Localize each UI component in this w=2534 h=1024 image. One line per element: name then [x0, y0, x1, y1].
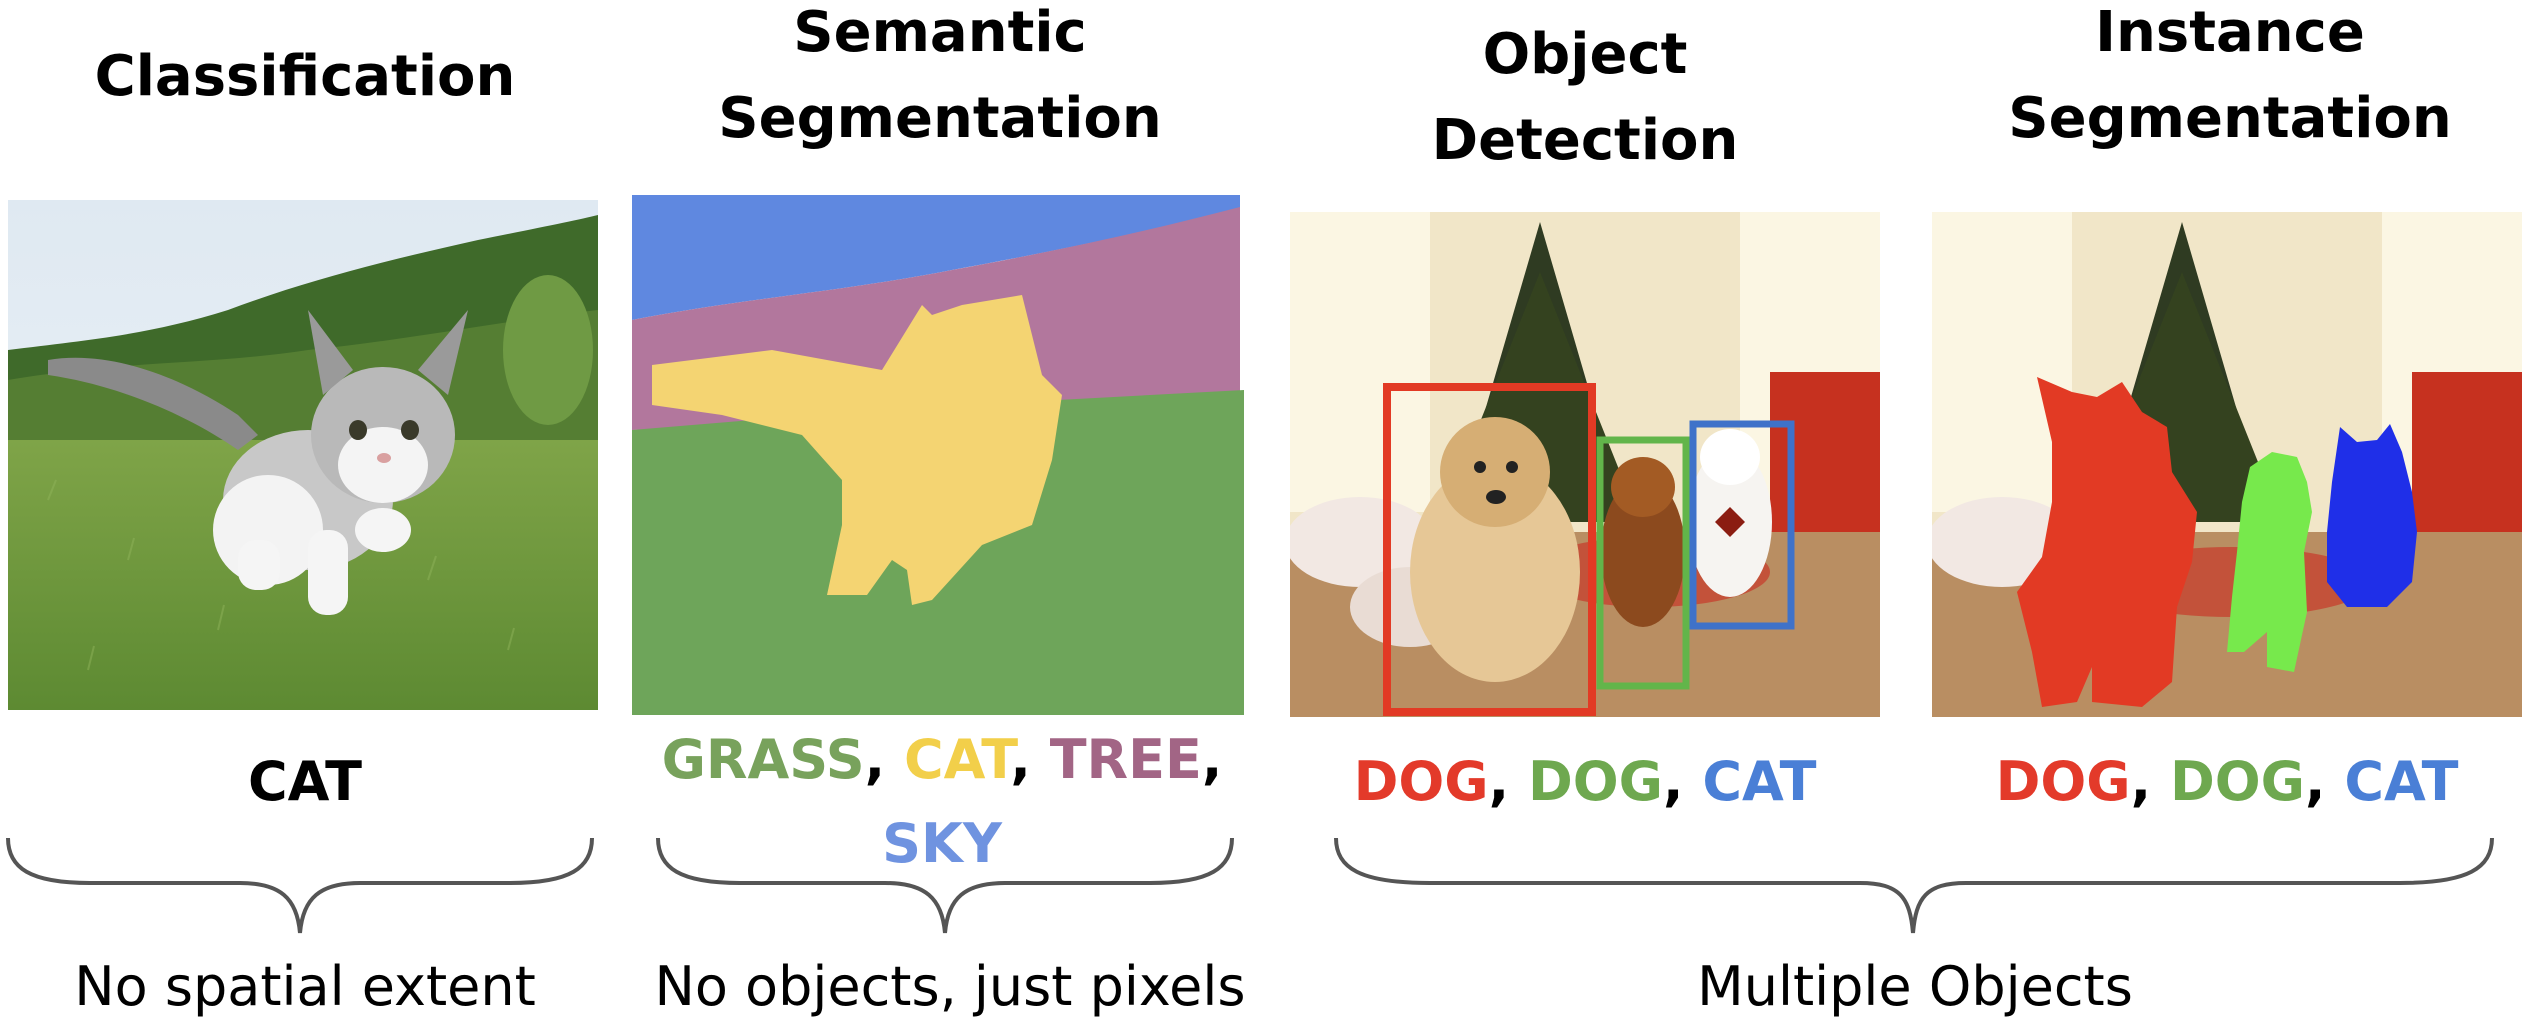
- title-object-detection: Object Detection: [1431, 22, 1739, 173]
- instance-mask-dog-2: [2227, 452, 2312, 672]
- label-separator: ,: [2305, 750, 2345, 813]
- brace-multiple-objects: [1334, 838, 2494, 934]
- caption-multiple-objects: Multiple Objects: [1697, 955, 2133, 1018]
- label-dog: DOG: [1353, 750, 1489, 813]
- title-semantic-segmentation: Semantic Segmentation: [718, 0, 1162, 151]
- caption-no-spatial-extent: No spatial extent: [74, 955, 536, 1018]
- label-separator: ,: [2130, 750, 2170, 813]
- instance-mask-dog-1: [2017, 377, 2197, 707]
- title-instance-segmentation: Instance Segmentation: [2008, 0, 2452, 151]
- label-cat: CAT: [903, 728, 1011, 791]
- segmentation-regions: [632, 195, 1244, 715]
- caption-no-objects-just-pixels: No objects, just pixels: [654, 955, 1246, 1018]
- labels-object-detection: DOG, DOG, CAT: [1290, 740, 1880, 824]
- label-sky: SKY: [882, 812, 1002, 875]
- cat-region: [652, 295, 1062, 605]
- kitten-photo-illustration: [8, 200, 598, 710]
- semantic-segmentation-map: [632, 195, 1244, 715]
- label-cat: CAT: [2344, 750, 2459, 813]
- labels-classification: CAT: [0, 740, 610, 824]
- label-grass: GRASS: [661, 728, 865, 791]
- brace-classification: [6, 838, 594, 934]
- pets-scene-detection: [1290, 212, 1880, 717]
- label-separator: ,: [864, 728, 904, 791]
- bbox-dog-2: [1596, 436, 1690, 690]
- title-classification: Classification: [94, 44, 516, 109]
- labels-semantic-segmentation: GRASS, CAT, TREE,SKY: [636, 718, 1248, 886]
- labels-instance-segmentation: DOG, DOG, CAT: [1932, 740, 2522, 824]
- label-cat: CAT: [1702, 750, 1817, 813]
- label-separator: ,: [1663, 750, 1703, 813]
- label-dog: DOG: [1527, 750, 1664, 813]
- classification-image: [8, 200, 598, 710]
- bbox-dog-1: [1383, 383, 1596, 716]
- instance-mask-cat: [2327, 424, 2417, 607]
- label-separator: ,: [1201, 728, 1223, 791]
- sky-region: [632, 195, 1240, 320]
- label-cat: CAT: [247, 750, 363, 813]
- bbox-cat: [1689, 420, 1795, 630]
- label-separator: ,: [1010, 728, 1050, 791]
- label-separator: ,: [1488, 750, 1528, 813]
- label-dog: DOG: [1995, 750, 2131, 813]
- label-tree: TREE: [1049, 728, 1202, 791]
- pets-scene-instances: [1932, 212, 2522, 717]
- grouping-braces: [6, 838, 2494, 934]
- label-dog: DOG: [2169, 750, 2306, 813]
- object-detection-image: [1290, 212, 1880, 717]
- brace-semantic-segmentation: [656, 838, 1234, 934]
- instance-segmentation-image: [1932, 212, 2522, 717]
